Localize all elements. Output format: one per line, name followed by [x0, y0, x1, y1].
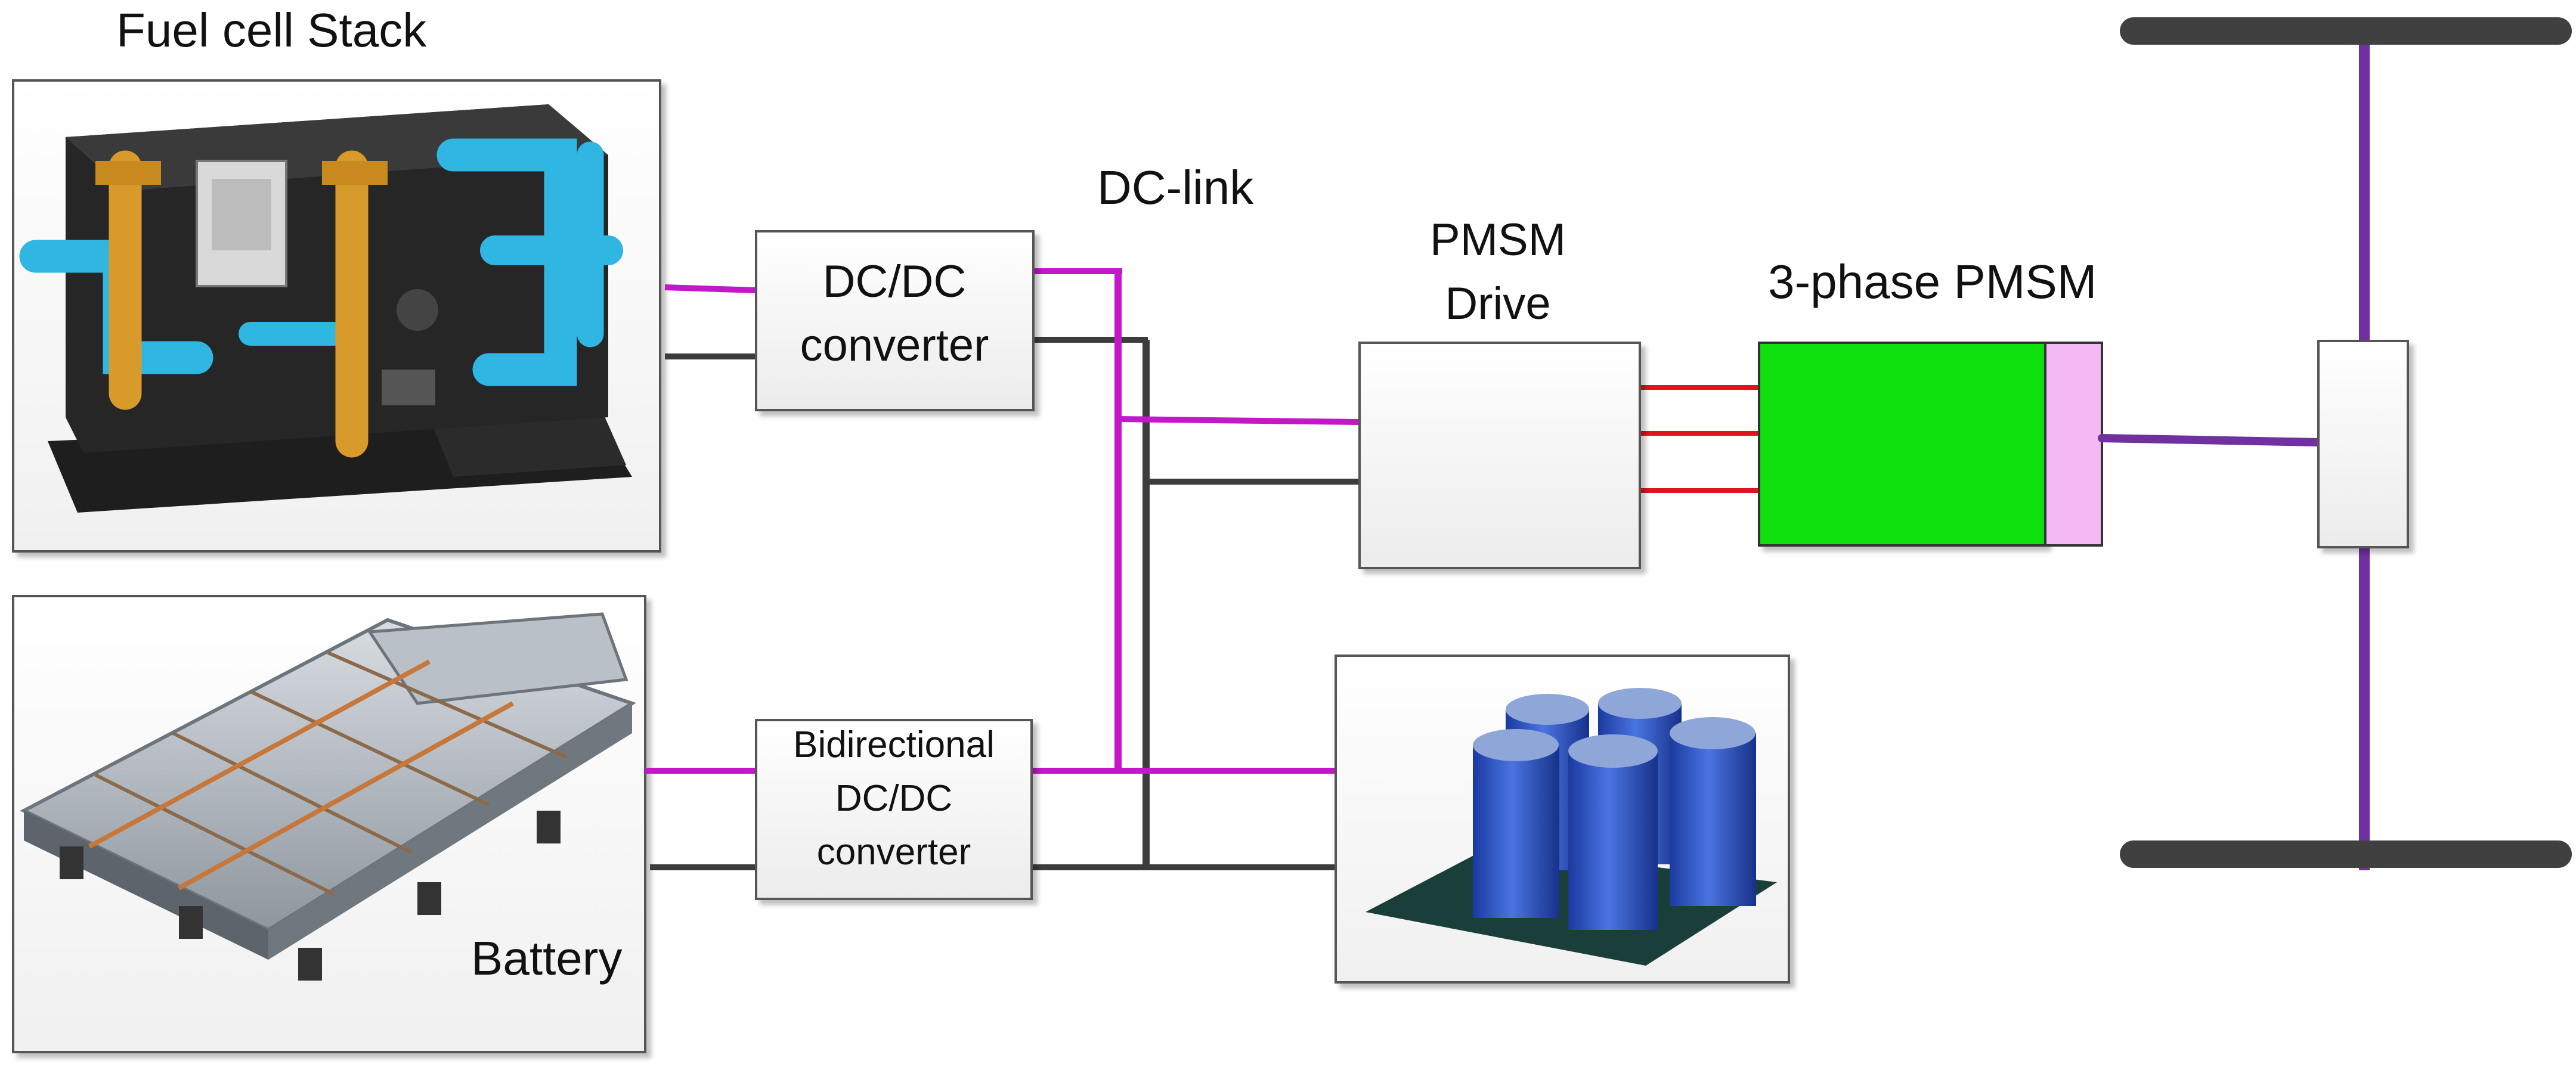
dc-link-label: DC-link: [1097, 161, 1254, 214]
motor-shaft: [2098, 434, 2324, 446]
bidi-label-line2: DC/DC: [835, 778, 952, 819]
fuel-cell-stack: Fuel cell Stack: [12, 4, 661, 553]
dcdc-label-line1: DC/DC: [823, 256, 967, 307]
bus-wiring: [645, 268, 1759, 870]
motor-body: [1758, 342, 2046, 547]
motor-label: 3-phase PMSM: [1768, 255, 2097, 308]
differential-box: [2317, 340, 2409, 548]
fuel-cell-stack-image: [19, 104, 632, 513]
bidi-label-line1: Bidirectional: [793, 724, 995, 765]
fuel-cell-label: Fuel cell Stack: [116, 4, 427, 57]
dcdc-label-line2: converter: [800, 320, 989, 371]
pmsm-motor: 3-phase PMSM: [1758, 255, 2103, 547]
drive-positive-in: [1117, 416, 1360, 425]
pmsm-drive: PMSM Drive: [1358, 215, 1641, 569]
battery-pack-image: [20, 612, 636, 981]
pmsm-drive-label-line1: PMSM: [1430, 215, 1566, 265]
pmsm-drive-label-line2: Drive: [1445, 278, 1550, 329]
fc-positive-lead: [664, 284, 757, 293]
bidirectional-converter-box: [755, 719, 1033, 900]
supercapacitor: [1335, 655, 1790, 984]
motor-end-cap: [2044, 342, 2103, 547]
drivetrain: [2098, 17, 2572, 870]
bidi-label-line3: converter: [817, 832, 971, 873]
supercapacitor-bank-image: [1366, 688, 1777, 966]
battery-label: Battery: [471, 932, 622, 985]
dcdc-converter: DC/DC converter: [755, 230, 1035, 411]
dcdc-converter-box: [755, 230, 1035, 411]
pmsm-drive-box: [1358, 342, 1641, 569]
battery: Battery: [12, 595, 646, 1053]
bidirectional-converter: Bidirectional DC/DC converter: [755, 719, 1033, 900]
